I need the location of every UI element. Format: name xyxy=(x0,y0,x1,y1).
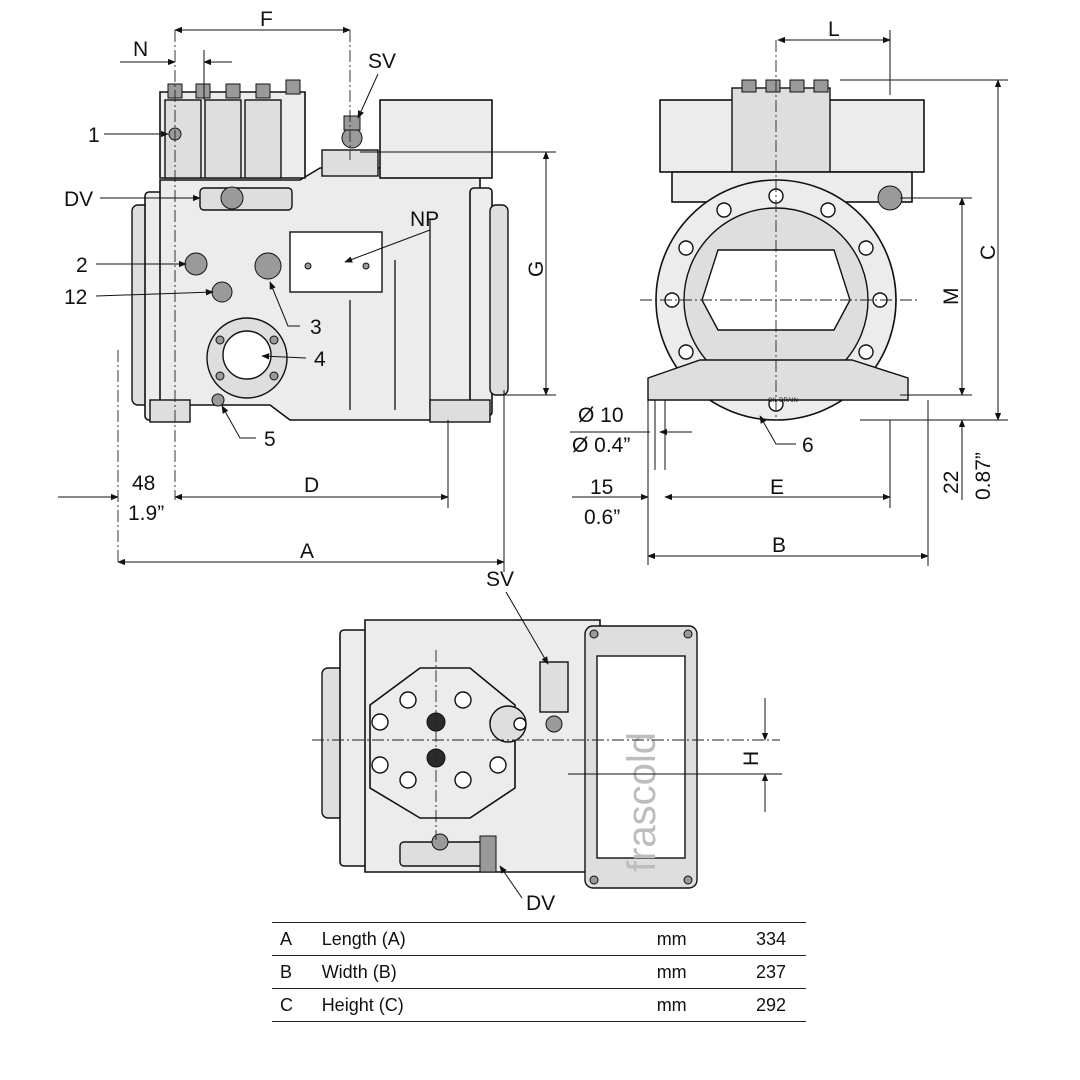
leader-lines xyxy=(95,73,796,899)
brand-logo: frascold xyxy=(620,732,664,872)
label-4: 4 xyxy=(314,348,326,371)
label-22-in: 0.87” xyxy=(972,452,995,500)
label-H: H xyxy=(740,751,763,766)
label-SV-bottom: SV xyxy=(486,568,514,591)
label-1: 1 xyxy=(88,124,100,147)
oil-drain-label: OIL DRAIN xyxy=(768,398,798,404)
label-M: M xyxy=(940,288,963,306)
label-6: 6 xyxy=(802,434,814,457)
label-DV-bottom: DV xyxy=(526,892,555,915)
end-view: OIL DRAIN xyxy=(647,79,925,421)
center-lines xyxy=(117,30,920,840)
dimension-lines xyxy=(58,26,1008,812)
label-A: A xyxy=(300,540,314,563)
row-name: Length (A) xyxy=(321,922,657,956)
table-row: A Length (A) mm 334 xyxy=(272,922,806,956)
label-SV-top: SV xyxy=(368,50,396,73)
row-value: 292 xyxy=(755,988,806,1022)
label-dia10: Ø 10 xyxy=(578,404,624,427)
label-DV-side: DV xyxy=(64,188,93,211)
row-unit: mm xyxy=(656,922,756,956)
row-name: Height (C) xyxy=(321,988,657,1022)
top-view: frascold xyxy=(321,619,698,889)
row-code: A xyxy=(272,922,322,956)
label-E: E xyxy=(770,476,784,499)
row-unit: mm xyxy=(656,955,756,989)
label-48-in: 1.9” xyxy=(128,502,164,525)
label-3: 3 xyxy=(310,316,322,339)
label-2: 2 xyxy=(76,254,88,277)
row-unit: mm xyxy=(656,988,756,1022)
side-view xyxy=(131,79,509,423)
dimensions-table: A Length (A) mm 334 B Width (B) mm 237 C… xyxy=(272,922,806,1022)
label-D: D xyxy=(304,474,319,497)
label-5: 5 xyxy=(264,428,276,451)
label-B: B xyxy=(772,534,786,557)
table-row: C Height (C) mm 292 xyxy=(272,988,806,1022)
row-name: Width (B) xyxy=(321,955,657,989)
row-value: 334 xyxy=(755,922,806,956)
label-N: N xyxy=(133,38,148,61)
drawing-labels: N F SV L 1 DV NP G M C 2 12 3 4 5 6 Ø 10… xyxy=(64,8,1000,915)
label-48: 48 xyxy=(132,472,155,495)
label-G: G xyxy=(525,261,548,277)
label-L: L xyxy=(828,18,840,41)
label-dia10-in: Ø 0.4” xyxy=(572,434,630,457)
row-value: 237 xyxy=(755,955,806,989)
label-C: C xyxy=(977,245,1000,260)
row-code: B xyxy=(272,955,322,989)
label-NP: NP xyxy=(410,208,439,231)
row-code: C xyxy=(272,988,322,1022)
label-22: 22 xyxy=(940,471,963,494)
label-15-in: 0.6” xyxy=(584,506,620,529)
table-row: B Width (B) mm 237 xyxy=(272,955,806,989)
label-12: 12 xyxy=(64,286,87,309)
label-F: F xyxy=(260,8,273,31)
label-15: 15 xyxy=(590,476,613,499)
